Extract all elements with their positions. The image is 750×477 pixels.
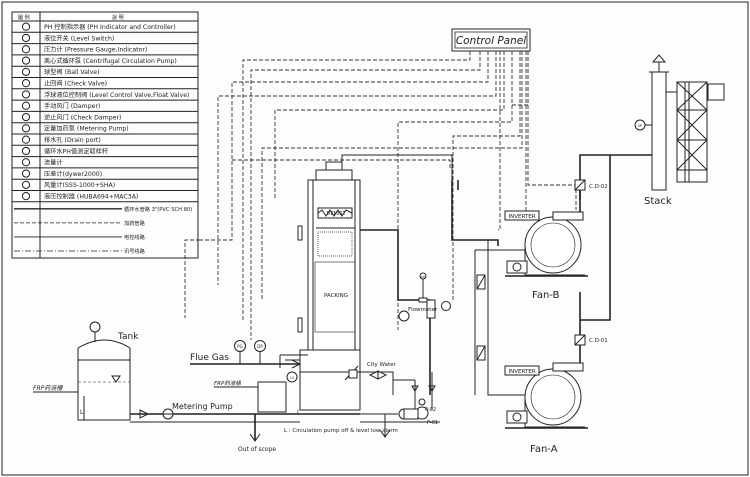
fan-b: INVERTER Fan-B C.D-02 bbox=[504, 179, 608, 301]
metering-pump: Metering Pump bbox=[139, 402, 233, 420]
legend-row-text: 流量计 bbox=[44, 159, 63, 167]
legend-row-text: 定量加药泵 (Metering Pump) bbox=[44, 125, 129, 133]
check-damper-cd02: C.D-02 bbox=[589, 184, 608, 190]
legend-row-text: 风量计(SSS-1000+SHA) bbox=[44, 181, 115, 189]
frp-tank-label: FRP药液槽 bbox=[33, 384, 63, 392]
legend-symbol-r-icon bbox=[21, 192, 31, 201]
out-of-scope-label: Out of scope bbox=[238, 446, 276, 453]
main-pipe: Out of scope L : Circulation pump off & … bbox=[128, 413, 440, 453]
tank-label: Tank bbox=[117, 332, 139, 342]
tower-level-l: L bbox=[297, 409, 301, 416]
legend-rows: PH 控制指示器 (PH Indicator and Controller) 液位… bbox=[12, 22, 198, 203]
legend-row-text: 浮球液位控制阀 (Level Control Valve,Float Valve… bbox=[44, 91, 189, 99]
legend-table: 圖 例 說 明 PH 控制指示器 (PH Indicator and Contr… bbox=[11, 11, 199, 259]
legend-row-text: 排水孔 (Drain port) bbox=[44, 136, 101, 144]
legend-line-text: 讯号线路 bbox=[124, 247, 146, 255]
frp-small-label: FRP药液桶 bbox=[214, 380, 242, 387]
signal-lines bbox=[184, 51, 577, 340]
city-water-line: City Water P-02 P-01 bbox=[344, 362, 438, 426]
legend-symbol-drain-icon bbox=[21, 135, 31, 144]
legend-symbol-ball-icon bbox=[21, 67, 31, 76]
legend-symbol-ls-icon bbox=[21, 33, 31, 43]
flue-gas-inlet: Flue Gas PG DP bbox=[190, 340, 302, 369]
fan-a-label: Fan-A bbox=[530, 444, 558, 455]
legend-row-text: 循环水PH值测定取样杆 bbox=[44, 147, 108, 155]
legend-symbol-cdamper-icon bbox=[21, 112, 31, 122]
city-water-label: City Water bbox=[367, 362, 397, 368]
legend-symbol-pg-icon bbox=[21, 45, 31, 54]
legend-header-description: 說 明 bbox=[112, 14, 124, 21]
stack-label: Stack bbox=[644, 196, 672, 207]
metering-pump-label: Metering Pump bbox=[172, 402, 233, 411]
scrubber-tower: DEMIST PACKING L bbox=[285, 161, 361, 416]
control-panel: Control Panel bbox=[451, 28, 531, 52]
legend-row-text: 压差计(dywer2000) bbox=[44, 170, 102, 178]
flue-gas-label: Flue Gas bbox=[190, 353, 229, 363]
control-panel-label: Control Panel bbox=[456, 35, 526, 47]
pump-p02-label: P-02 bbox=[425, 407, 436, 413]
frp-small-tank: FRP药液桶 LS bbox=[214, 371, 298, 413]
legend-row-text: 球型阀 (Ball Valve) bbox=[44, 68, 100, 76]
fan-inlet-ducts bbox=[451, 180, 525, 396]
recirculation-pipe: Flowmeter PH bbox=[360, 229, 451, 395]
fan-b-label: Fan-B bbox=[532, 290, 560, 301]
tank-level-l: L bbox=[80, 409, 84, 416]
ls-instrument: LS bbox=[290, 376, 294, 380]
legend-row-text: 手动风门 (Damper) bbox=[44, 102, 100, 110]
legend-symbol-sample-icon bbox=[21, 146, 31, 156]
stack-sample-point: SP bbox=[638, 124, 642, 128]
legend-symbol-check-icon bbox=[21, 79, 31, 88]
differential-pressure: DP bbox=[257, 344, 263, 349]
fan-a-inverter: INVERTER bbox=[508, 369, 535, 375]
legend-row-text: 逆止风门 (Check Damper) bbox=[44, 113, 121, 121]
ph-sensor: PH bbox=[421, 275, 425, 279]
level-note: L : Circulation pump off & level low ala… bbox=[284, 428, 398, 434]
legend-symbol-mpump-icon bbox=[21, 124, 31, 133]
fan-b-inverter: INVERTER bbox=[508, 214, 535, 220]
legend-symbol-phic-icon bbox=[21, 22, 31, 31]
pump-p01-label: P-01 bbox=[427, 420, 438, 426]
flowmeter-label: Flowmeter bbox=[408, 307, 438, 313]
legend-row-text: 离心式循环泵 (Centrifugal Circulation Pump) bbox=[44, 57, 177, 65]
legend-row-text: 液位开关 (Level Switch) bbox=[44, 34, 114, 42]
tank: Tank L FRP药液槽 bbox=[33, 321, 139, 421]
legend-symbol-flow-icon bbox=[21, 158, 31, 167]
legend-symbol-pump-icon bbox=[21, 56, 31, 65]
legend-row-text: 止回阀 (Check Valve) bbox=[44, 79, 107, 87]
pressure-gauge: PG bbox=[237, 344, 243, 349]
legend-symbol-damper-icon bbox=[21, 101, 31, 110]
legend-symbol-pd-icon bbox=[21, 169, 31, 178]
legend-row-text: 液压控制器 (HUBA694+MAC3A) bbox=[44, 192, 138, 200]
legend-symbol-float-icon bbox=[21, 90, 31, 99]
stack: SP Stack bbox=[579, 54, 725, 207]
legend-symbol-f-icon bbox=[21, 180, 31, 189]
packing-label: PACKING bbox=[324, 293, 348, 299]
ducting bbox=[279, 154, 453, 368]
check-damper-cd01: C.D-01 bbox=[589, 338, 608, 344]
fan-a: INVERTER Fan-A C.D-01 bbox=[504, 155, 611, 455]
legend-line-text: 循环水管路 3"(PVC SCH 80) bbox=[124, 205, 192, 213]
legend-line-text: 加药管路 bbox=[124, 219, 146, 227]
legend-header-symbol: 圖 例 bbox=[18, 14, 30, 21]
legend-row-text: 压力计 (Pressure Gauge,Indicator) bbox=[44, 46, 147, 54]
legend-line-text: 电控线路 bbox=[124, 233, 146, 241]
legend-row-text: PH 控制指示器 (PH Indicator and Controller) bbox=[44, 23, 176, 31]
demist-label: DEMIST bbox=[326, 211, 346, 217]
